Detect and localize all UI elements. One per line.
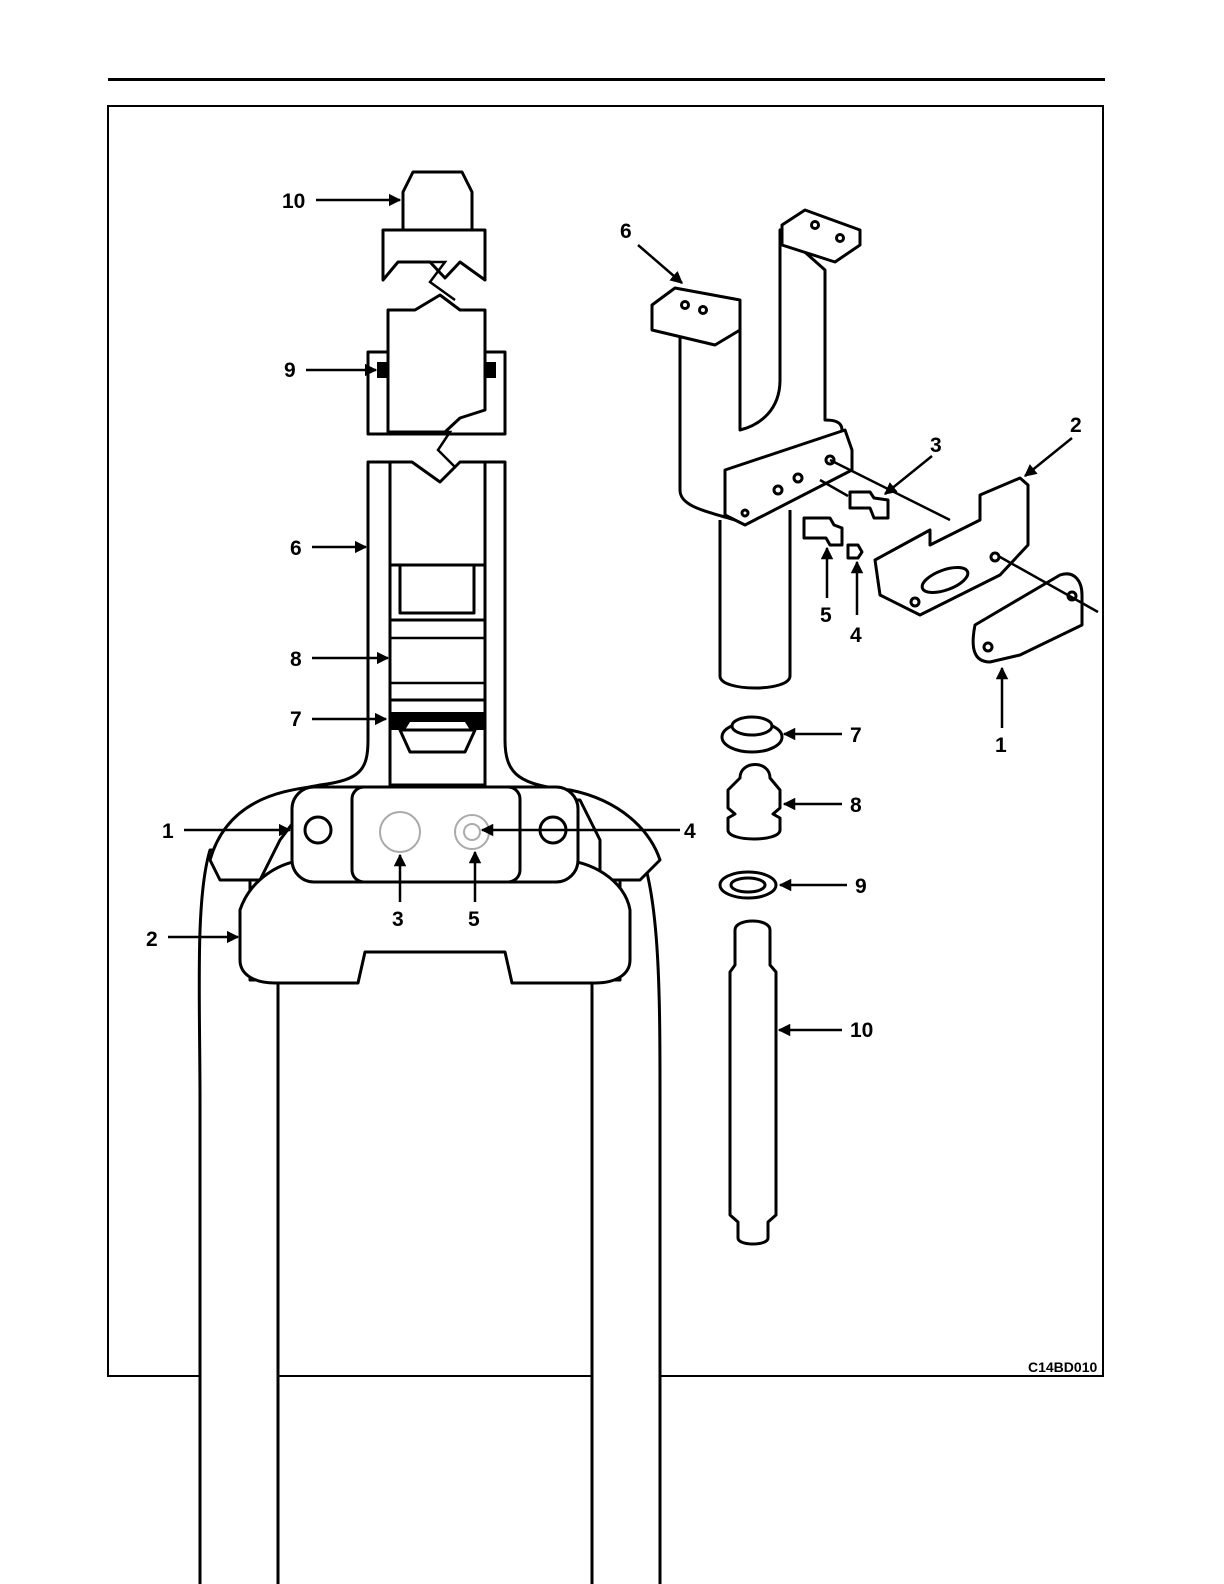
hole xyxy=(794,474,802,482)
hole xyxy=(812,222,819,229)
screw-upper xyxy=(383,230,485,280)
hole xyxy=(682,302,689,309)
break-mark-2 xyxy=(412,432,458,470)
piston xyxy=(390,620,485,700)
piston-bottom xyxy=(400,730,475,752)
label-4r: 4 xyxy=(850,624,862,647)
label-8: 8 xyxy=(290,648,302,671)
hole xyxy=(984,643,992,651)
seal-right xyxy=(485,362,496,378)
hole xyxy=(991,553,999,561)
label-2r: 2 xyxy=(1070,414,1082,437)
seal-9-inner xyxy=(731,878,765,892)
section-view: 10 9 6 8 7 1 4 2 3 5 xyxy=(146,172,710,1584)
label-4: 4 xyxy=(684,820,696,843)
label-10r: 10 xyxy=(850,1019,873,1042)
leader-3r xyxy=(885,456,932,494)
label-2: 2 xyxy=(146,928,158,951)
label-5: 5 xyxy=(468,908,480,931)
label-8r: 8 xyxy=(850,794,862,817)
label-7: 7 xyxy=(290,708,302,731)
seal-7-inner xyxy=(732,717,772,735)
bolt-head-3 xyxy=(380,812,420,852)
leader-6r xyxy=(638,245,682,283)
screw-tip xyxy=(403,172,472,230)
hole xyxy=(837,235,844,242)
hole xyxy=(700,307,707,314)
plate-hole-left xyxy=(305,817,331,843)
figure-code: C14BD010 xyxy=(1028,1359,1097,1375)
label-6r: 6 xyxy=(620,220,632,243)
crossbar-2 xyxy=(875,478,1028,615)
label-5r: 5 xyxy=(820,604,832,627)
label-1: 1 xyxy=(162,820,174,843)
screw-lower xyxy=(390,462,485,565)
hole xyxy=(774,486,782,494)
hole xyxy=(742,510,748,516)
leader-2r xyxy=(1025,438,1072,476)
grease-fitting-4 xyxy=(848,545,862,558)
hole xyxy=(911,598,919,606)
label-3: 3 xyxy=(392,908,404,931)
screw-10 xyxy=(730,921,776,1244)
bolt-3 xyxy=(850,492,888,518)
label-6: 6 xyxy=(290,537,302,560)
frame-tube xyxy=(720,510,790,688)
piston-8 xyxy=(728,765,780,840)
grease-fitting-center xyxy=(464,824,480,840)
frame-top-left xyxy=(652,288,740,345)
seal-left xyxy=(377,362,388,378)
screw-mid xyxy=(388,295,485,432)
label-9r: 9 xyxy=(855,875,867,898)
seal-7 xyxy=(390,712,485,730)
screw-collar xyxy=(400,565,474,613)
label-7r: 7 xyxy=(850,724,862,747)
label-9: 9 xyxy=(284,359,296,382)
exploded-view: 6 3 2 5 4 1 7 8 9 10 xyxy=(620,210,1098,1244)
center-block xyxy=(352,787,520,882)
bolt-5 xyxy=(804,518,842,545)
label-3r: 3 xyxy=(930,434,942,457)
align-line xyxy=(820,480,848,496)
label-1r: 1 xyxy=(995,734,1007,757)
label-10: 10 xyxy=(282,190,305,213)
